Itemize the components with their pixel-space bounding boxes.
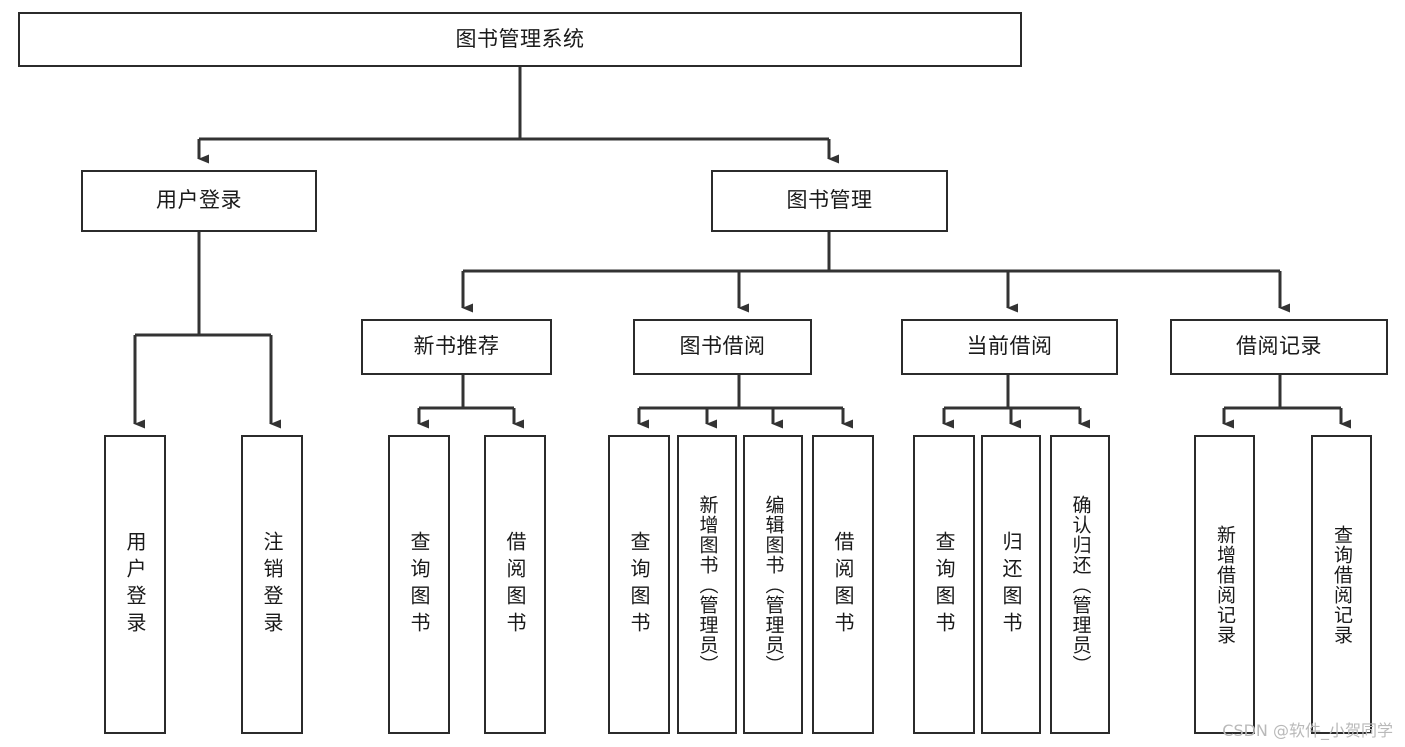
leaf-query-book-1[interactable]: 查询图书 bbox=[388, 435, 450, 734]
leaf-add-book-label: 新增图书（管理员） bbox=[696, 494, 719, 675]
leaf-query-book-3-label: 查询图书 bbox=[932, 530, 956, 639]
leaf-query-book-2[interactable]: 查询图书 bbox=[608, 435, 670, 734]
node-new-book-recommend[interactable]: 新书推荐 bbox=[361, 319, 552, 375]
leaf-user-login-label: 用户登录 bbox=[123, 530, 147, 639]
leaf-edit-book-label: 编辑图书（管理员） bbox=[762, 494, 785, 675]
leaf-borrow-book-1[interactable]: 借阅图书 bbox=[484, 435, 546, 734]
leaf-query-book-3[interactable]: 查询图书 bbox=[913, 435, 975, 734]
node-book-borrow[interactable]: 图书借阅 bbox=[633, 319, 812, 375]
node-current-borrow-label: 当前借阅 bbox=[966, 334, 1053, 359]
leaf-confirm-return-label: 确认归还（管理员） bbox=[1069, 494, 1092, 675]
leaf-logout[interactable]: 注销登录 bbox=[241, 435, 303, 734]
leaf-edit-book[interactable]: 编辑图书（管理员） bbox=[743, 435, 803, 734]
leaf-user-login[interactable]: 用户登录 bbox=[104, 435, 166, 734]
node-root-label: 图书管理系统 bbox=[455, 26, 585, 51]
node-borrow-record-label: 借阅记录 bbox=[1236, 334, 1322, 359]
leaf-query-record-label: 查询借阅记录 bbox=[1331, 524, 1353, 645]
leaf-add-record[interactable]: 新增借阅记录 bbox=[1194, 435, 1255, 734]
node-book-management[interactable]: 图书管理 bbox=[711, 170, 948, 232]
leaf-query-book-2-label: 查询图书 bbox=[627, 530, 651, 639]
leaf-add-book[interactable]: 新增图书（管理员） bbox=[677, 435, 737, 734]
node-current-borrow[interactable]: 当前借阅 bbox=[901, 319, 1118, 375]
leaf-query-book-1-label: 查询图书 bbox=[407, 530, 431, 639]
node-book-management-label: 图书管理 bbox=[786, 188, 873, 213]
leaf-return-book[interactable]: 归还图书 bbox=[981, 435, 1041, 734]
leaf-borrow-book-2[interactable]: 借阅图书 bbox=[812, 435, 874, 734]
leaf-add-record-label: 新增借阅记录 bbox=[1214, 524, 1236, 645]
node-user-login[interactable]: 用户登录 bbox=[81, 170, 317, 232]
leaf-query-record[interactable]: 查询借阅记录 bbox=[1311, 435, 1372, 734]
node-user-login-label: 用户登录 bbox=[156, 188, 242, 213]
node-root[interactable]: 图书管理系统 bbox=[18, 12, 1022, 67]
leaf-logout-label: 注销登录 bbox=[260, 530, 284, 639]
node-borrow-record[interactable]: 借阅记录 bbox=[1170, 319, 1388, 375]
node-new-book-recommend-label: 新书推荐 bbox=[413, 334, 500, 359]
leaf-confirm-return[interactable]: 确认归还（管理员） bbox=[1050, 435, 1110, 734]
leaf-borrow-book-1-label: 借阅图书 bbox=[503, 530, 527, 639]
leaf-return-book-label: 归还图书 bbox=[999, 530, 1023, 639]
node-book-borrow-label: 图书借阅 bbox=[679, 334, 766, 359]
leaf-borrow-book-2-label: 借阅图书 bbox=[831, 530, 855, 639]
